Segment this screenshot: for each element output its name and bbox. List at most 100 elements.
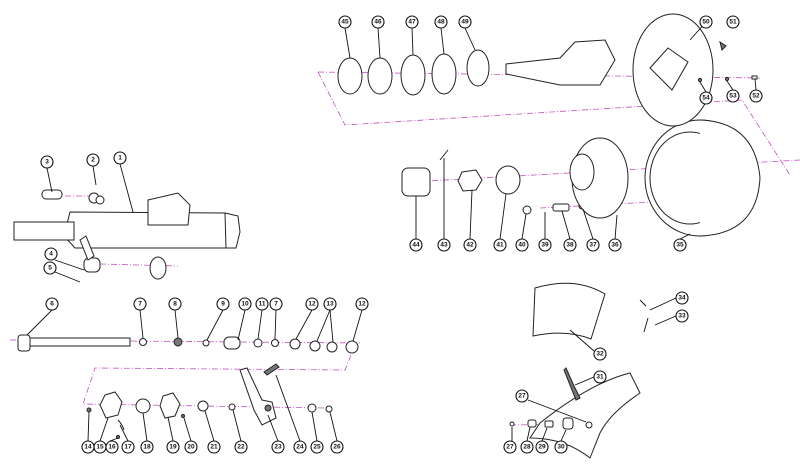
svg-text:31: 31 [596,374,604,381]
slack-adjuster-row [86,363,333,439]
callout-24: 24 [293,440,307,454]
callout-8: 8 [168,297,182,311]
callout-25: 25 [310,440,324,454]
callout-1: 1 [113,151,127,165]
svg-text:13: 13 [326,301,334,308]
svg-text:52: 52 [752,93,760,100]
callouts: 3 2 1 4 5 6 7 8 9 10 11 7 12 13 12 14 15… [40,15,763,454]
svg-text:38: 38 [566,242,574,249]
callout-34: 34 [675,291,689,305]
svg-text:21: 21 [210,444,218,451]
svg-text:9: 9 [221,301,225,308]
callout-26: 26 [330,440,344,454]
callout-32: 32 [593,347,607,361]
spindle-row [337,13,758,127]
leader-lines [26,21,757,442]
svg-text:8: 8 [173,301,177,308]
callout-10: 10 [238,297,252,311]
callout-15: 15 [93,440,107,454]
callout-51: 51 [726,15,740,29]
callout-19: 19 [166,440,180,454]
svg-text:54: 54 [702,95,710,102]
svg-text:6: 6 [50,301,54,308]
svg-text:22: 22 [237,444,245,451]
callout-54: 54 [699,91,713,105]
svg-text:53: 53 [729,93,737,100]
svg-text:2: 2 [91,157,95,164]
callout-21: 21 [207,440,221,454]
svg-text:32: 32 [596,351,604,358]
callout-2: 2 [86,153,100,167]
hub-drum-row [401,119,761,237]
svg-text:16: 16 [108,444,116,451]
callout-22: 22 [234,440,248,454]
svg-text:17: 17 [124,444,132,451]
svg-text:46: 46 [374,19,382,26]
svg-text:34: 34 [678,295,686,302]
callout-4: 4 [44,247,58,261]
svg-text:15: 15 [96,444,104,451]
callout-30: 30 [554,440,568,454]
svg-text:25: 25 [313,444,321,451]
callout-3: 3 [40,155,54,169]
axle-beam [13,189,241,280]
brake-shoes [509,282,649,459]
callout-5: 5 [43,261,57,275]
svg-text:7: 7 [274,301,278,308]
svg-text:14: 14 [84,444,92,451]
camshaft-row [17,334,359,354]
svg-text:43: 43 [440,242,448,249]
callout-27: 27 [503,440,517,454]
svg-text:37: 37 [589,242,597,249]
svg-text:35: 35 [676,242,684,249]
callout-44: 44 [409,238,423,252]
callout-41: 41 [493,238,507,252]
svg-text:7: 7 [138,301,142,308]
callout-18: 18 [140,440,154,454]
callout-14: 14 [81,440,95,454]
svg-text:19: 19 [169,444,177,451]
svg-text:40: 40 [518,242,526,249]
callout-40: 40 [515,238,529,252]
callout-17: 17 [121,440,135,454]
svg-text:5: 5 [48,265,52,272]
callout-45: 45 [338,15,352,29]
svg-text:11: 11 [259,301,266,308]
callout-27b: 27 [515,389,529,403]
callout-12: 12 [305,297,319,311]
svg-text:24: 24 [296,444,304,451]
svg-text:36: 36 [611,242,619,249]
svg-text:30: 30 [557,444,565,451]
callout-12b: 12 [355,297,369,311]
callout-31: 31 [593,370,607,384]
svg-text:49: 49 [461,19,469,26]
callout-49: 49 [458,15,472,29]
svg-text:23: 23 [274,444,282,451]
svg-text:4: 4 [49,251,53,258]
svg-text:1: 1 [118,155,122,162]
callout-43: 43 [437,238,451,252]
svg-text:3: 3 [45,159,49,166]
svg-text:10: 10 [241,301,249,308]
callout-11: 11 [255,297,269,311]
svg-text:44: 44 [412,242,420,249]
callout-35: 35 [673,238,687,252]
callout-50: 50 [699,15,713,29]
svg-text:27: 27 [506,444,514,451]
callout-9: 9 [216,297,230,311]
svg-text:27: 27 [518,393,526,400]
svg-text:47: 47 [408,19,416,26]
callout-7: 7 [133,297,147,311]
callout-52: 52 [749,89,763,103]
svg-text:45: 45 [341,19,349,26]
svg-text:18: 18 [143,444,151,451]
callout-13: 13 [323,297,337,311]
callout-20: 20 [184,440,198,454]
svg-text:28: 28 [523,444,531,451]
callout-33: 33 [675,309,689,323]
svg-text:42: 42 [466,242,474,249]
svg-text:41: 41 [496,242,504,249]
svg-text:48: 48 [437,19,445,26]
svg-text:39: 39 [541,242,549,249]
